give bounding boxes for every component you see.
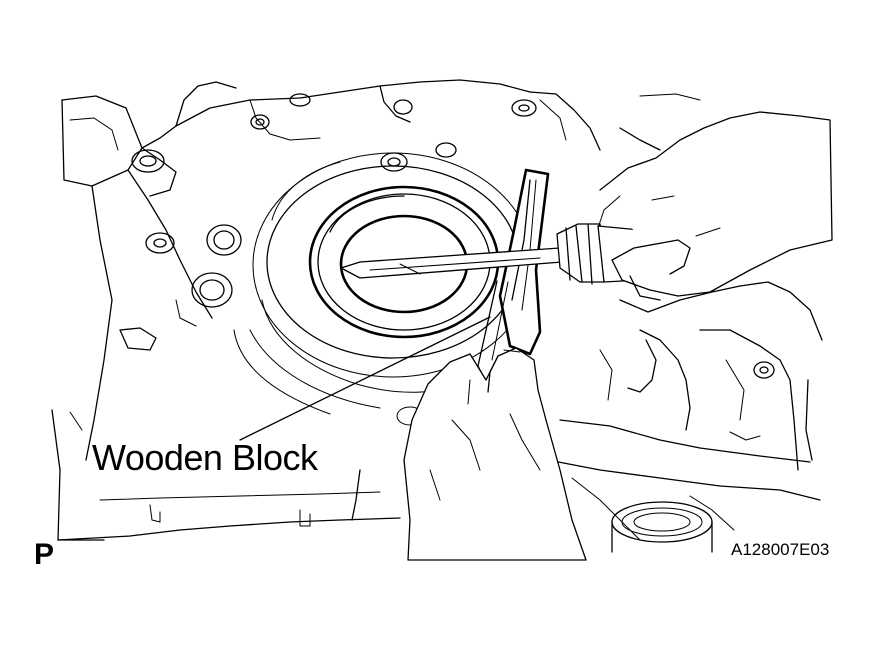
figure-id-label: A128007E03 — [731, 540, 830, 559]
view-code-label: P — [34, 538, 55, 571]
timing-cover-outline — [51, 79, 601, 541]
engine-right-details — [547, 281, 823, 541]
wooden-block-callout: Wooden Block — [92, 437, 318, 478]
left-hand — [403, 347, 587, 561]
crank-pulley — [611, 501, 713, 553]
right-hand — [597, 93, 833, 301]
callout-leader — [239, 316, 491, 441]
seal-housing — [233, 152, 534, 415]
